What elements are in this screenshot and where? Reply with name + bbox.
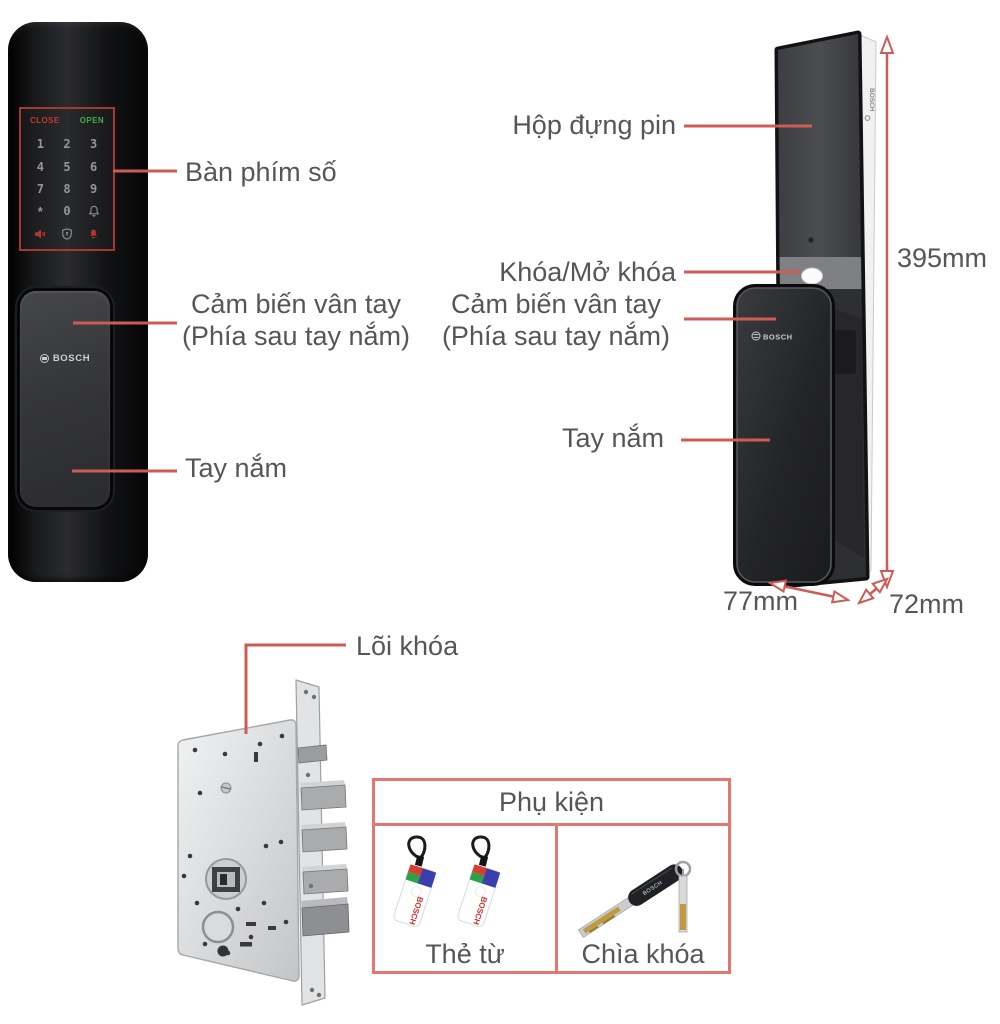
keypad-grid: 1 2 3 4 5 6 7 8 9 * 0: [27, 133, 107, 245]
key-7: 7: [36, 181, 44, 196]
svg-text:BOSCH: BOSCH: [763, 333, 793, 342]
accessories-body: BOSCH BOSCH: [375, 826, 728, 971]
key-3: 3: [90, 137, 98, 152]
depth-dimension-label: 72mm: [889, 589, 965, 619]
mute-speaker-icon: [34, 228, 46, 240]
keys-image: BOSCH: [577, 860, 692, 938]
key-fob: BOSCH: [393, 835, 437, 927]
key-star: *: [37, 203, 43, 219]
spindle-hub: [205, 858, 247, 900]
key-fobs-image: BOSCH BOSCH: [393, 835, 501, 927]
fingerprint-right-label: Cảm biến vân tay (Phía sau tay nắm): [441, 289, 671, 351]
alarm-bell-icon: [88, 228, 99, 239]
mortise-lock-image: [177, 679, 350, 1006]
plate-holes: [181, 733, 289, 956]
battery-label: Hộp đựng pin: [512, 110, 676, 140]
handle-left-label: Tay nắm: [185, 453, 288, 483]
key-5: 5: [63, 159, 71, 174]
bosch-logo: BOSCH: [20, 353, 110, 364]
back-lock-body: [778, 34, 861, 257]
accessories-box: Phụ kiện BOSCH: [372, 778, 731, 974]
back-lock-image: BOSCH BOSCH: [733, 30, 877, 589]
key-9: 9: [90, 181, 98, 196]
key-2: 2: [63, 137, 71, 152]
back-handle-bosch-logo: BOSCH: [751, 331, 793, 342]
slotted-screw: [220, 782, 232, 794]
accessories-title: Phụ kiện: [375, 781, 728, 826]
keypad-label: Bàn phím số: [185, 157, 337, 187]
bell-icon: [88, 205, 100, 218]
shield-icon: [61, 228, 73, 240]
front-handle: BOSCH: [20, 291, 110, 507]
cards-label: Thẻ từ: [425, 939, 505, 969]
handle-right-label: Tay nắm: [561, 423, 664, 453]
lock-core-label: Lõi khóa: [356, 631, 459, 661]
edge-brand-text: BOSCH: [868, 88, 875, 112]
front-lock-image: CLOSE OPEN 1 2 3 4 5 6 7 8 9 * 0: [8, 22, 148, 582]
key-1: 1: [36, 137, 44, 152]
edge-brand-logo-icon: [864, 115, 871, 121]
height-dimension-label: 395mm: [897, 243, 988, 273]
spare-key: [678, 869, 688, 933]
keypad-header: CLOSE OPEN: [30, 116, 104, 125]
cylinder-hole: [201, 910, 235, 944]
open-label: OPEN: [79, 116, 104, 125]
latch-bolts: [297, 744, 350, 937]
bottom-stud: [217, 945, 229, 957]
bosch-wordmark: BOSCH: [52, 353, 91, 364]
keypad-highlight-box: CLOSE OPEN 1 2 3 4 5 6 7 8 9 * 0: [19, 107, 115, 251]
keys-label: Chìa khóa: [581, 939, 705, 969]
key-4: 4: [36, 159, 44, 174]
lock-unlock-label: Khóa/Mở khóa: [499, 257, 676, 287]
fingerprint-left-label: Cảm biến vân tay (Phía sau tay nắm): [181, 289, 411, 351]
width-dimension-label: 77mm: [723, 586, 799, 616]
key-8: 8: [63, 181, 71, 196]
key-0: 0: [63, 204, 71, 219]
key-fob: BOSCH: [457, 835, 501, 927]
accessory-cell-keys: BOSCH Chìa khóa: [558, 826, 728, 971]
accessory-cell-cards: BOSCH BOSCH: [375, 826, 558, 971]
mortise-plate: [177, 719, 300, 982]
key-6: 6: [90, 159, 98, 174]
bosch-circle-icon: [39, 354, 49, 363]
indicator-dot: [808, 237, 814, 243]
close-label: CLOSE: [30, 116, 60, 125]
mechanical-key: BOSCH: [577, 864, 683, 938]
lock-unlock-button: [801, 267, 823, 285]
